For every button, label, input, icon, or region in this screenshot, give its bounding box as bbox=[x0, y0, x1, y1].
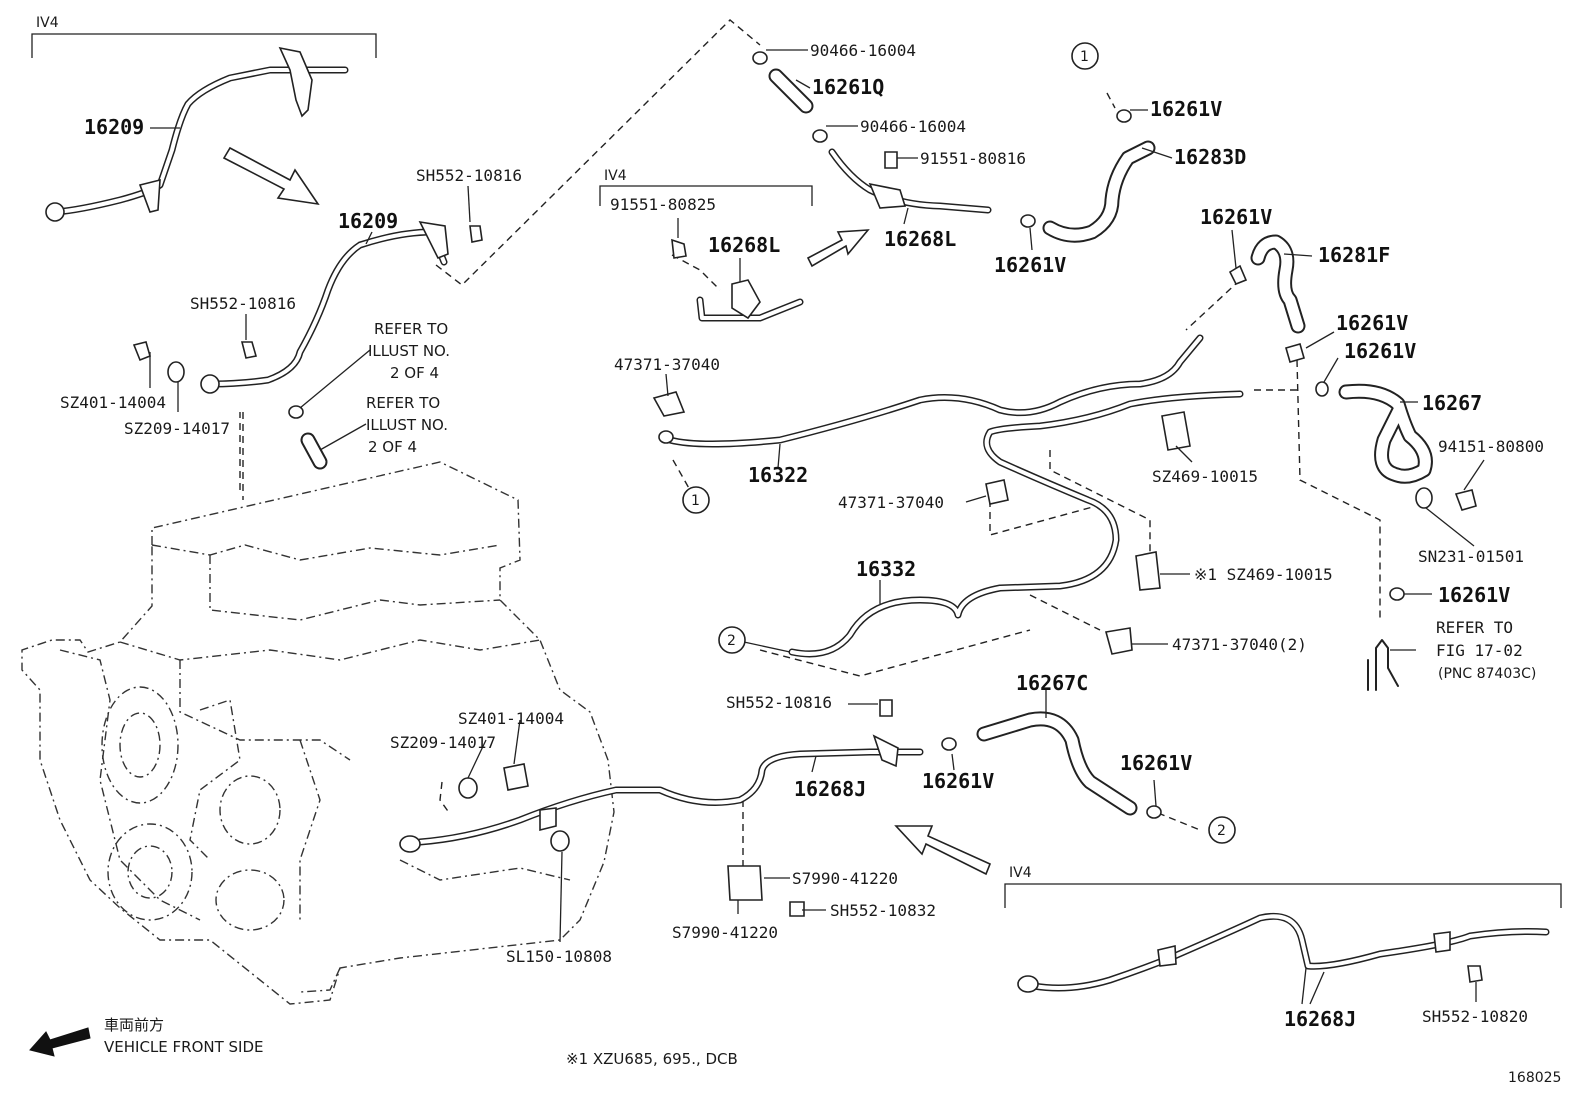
label-16261v-e: 16261V bbox=[1344, 339, 1416, 363]
engine-outline bbox=[21, 461, 615, 1005]
label-sz469-10015-b: ※1 SZ469-10015 bbox=[1194, 565, 1333, 584]
label-sh552-10816-b: SH552-10816 bbox=[190, 294, 296, 313]
label-16268j-b: 16268J bbox=[1284, 1007, 1356, 1031]
hose-16267 bbox=[1338, 383, 1433, 484]
part-labels: 16209 16209 SH552-10816 SH552-10816 SZ40… bbox=[60, 41, 1561, 1086]
pipe-16268l-b bbox=[828, 148, 992, 214]
vehicle-front-arrow-icon bbox=[29, 1027, 91, 1057]
hose-16283d bbox=[1042, 140, 1156, 243]
pipe-16209-iv4 bbox=[45, 46, 349, 222]
label-16267c: 16267C bbox=[1016, 671, 1088, 695]
label-90466-16004-b: 90466-16004 bbox=[860, 117, 966, 136]
refer-upper-line3: 2 OF 4 bbox=[390, 364, 439, 382]
label-s7990-41220-b: S7990-41220 bbox=[672, 923, 778, 942]
label-16332: 16332 bbox=[856, 557, 916, 581]
label-47371-37040-a: 47371-37040 bbox=[614, 355, 720, 374]
arrow-icon-middle bbox=[806, 229, 870, 268]
label-16268j-a: 16268J bbox=[794, 777, 866, 801]
refer-lower-line2: ILLUST NO. bbox=[366, 416, 448, 434]
hose-16281f bbox=[1250, 234, 1306, 334]
label-s7990-41220-a: S7990-41220 bbox=[792, 869, 898, 888]
refer-right-line3: (PNC 87403C) bbox=[1438, 666, 1536, 682]
refer-lower-line3: 2 OF 4 bbox=[368, 438, 417, 456]
label-16261v-h: 16261V bbox=[1120, 751, 1192, 775]
label-16209-iv4: 16209 bbox=[84, 115, 144, 139]
pipe-16268j-iv4 bbox=[1017, 912, 1550, 993]
svg-text:1: 1 bbox=[691, 493, 700, 509]
label-sz209-14017-b: SZ209-14017 bbox=[390, 733, 496, 752]
refer-upper-line2: ILLUST NO. bbox=[368, 342, 450, 360]
label-16261v-a: 16261V bbox=[1150, 97, 1222, 121]
label-sh552-10820: SH552-10820 bbox=[1422, 1007, 1528, 1026]
figure-number: 168025 bbox=[1508, 1070, 1561, 1086]
label-16261v-g: 16261V bbox=[922, 769, 994, 793]
label-sh552-10816-a: SH552-10816 bbox=[416, 166, 522, 185]
label-sz469-10015-a: SZ469-10015 bbox=[1152, 467, 1258, 486]
label-16261v-b: 16261V bbox=[994, 253, 1066, 277]
label-16209: 16209 bbox=[338, 209, 398, 233]
label-16261v-c: 16261V bbox=[1200, 205, 1272, 229]
vehicle-front-label-en: VEHICLE FRONT SIDE bbox=[104, 1038, 264, 1056]
vehicle-front-label-jp: 車両前方 bbox=[104, 1016, 164, 1034]
variant-bracket-top-left: IV4 bbox=[31, 15, 377, 58]
arrow-icon-bottom bbox=[894, 825, 992, 876]
callout-circle-2-right: 2 bbox=[1208, 816, 1236, 844]
variant-label-top-left: IV4 bbox=[36, 15, 59, 31]
label-91551-80825: 91551-80825 bbox=[610, 195, 716, 214]
svg-text:2: 2 bbox=[727, 633, 736, 649]
label-47371-37040-c: 47371-37040(2) bbox=[1172, 635, 1307, 654]
footnote: ※1 XZU685, 695., DCB bbox=[566, 1050, 738, 1068]
label-sz401-14004-a: SZ401-14004 bbox=[60, 393, 166, 412]
small-parts bbox=[132, 51, 1483, 983]
label-16261q: 16261Q bbox=[812, 75, 884, 99]
callout-circle-2-left: 2 bbox=[718, 626, 746, 654]
label-16261v-f: 16261V bbox=[1438, 583, 1510, 607]
label-sh552-10832: SH552-10832 bbox=[830, 901, 936, 920]
pipe-refer-fig-17-02 bbox=[1367, 639, 1399, 691]
label-94151-80800: 94151-80800 bbox=[1438, 437, 1544, 456]
callout-circle-1-left: 1 bbox=[682, 486, 710, 514]
hose-16261q bbox=[768, 68, 814, 114]
arrow-icon-top-left bbox=[222, 146, 320, 206]
label-16268l-b: 16268L bbox=[884, 227, 956, 251]
variant-label-bottom-right: IV4 bbox=[1009, 865, 1032, 881]
label-sl150-10808: SL150-10808 bbox=[506, 947, 612, 966]
svg-text:2: 2 bbox=[1217, 823, 1226, 839]
label-16283d: 16283D bbox=[1174, 145, 1246, 169]
label-47371-37040-b: 47371-37040 bbox=[838, 493, 944, 512]
label-90466-16004-a: 90466-16004 bbox=[810, 41, 916, 60]
variant-bracket-middle: IV4 bbox=[599, 168, 813, 206]
refer-right-line2: FIG 17-02 bbox=[1436, 641, 1523, 660]
variant-bracket-bottom-right: IV4 bbox=[1004, 865, 1562, 908]
variant-label-middle: IV4 bbox=[604, 168, 627, 184]
pipe-16209 bbox=[200, 220, 449, 394]
refer-upper-line1: REFER TO bbox=[374, 320, 448, 338]
label-16322: 16322 bbox=[748, 463, 808, 487]
callout-circle-1-top: 1 bbox=[1071, 42, 1099, 70]
label-16261v-d: 16261V bbox=[1336, 311, 1408, 335]
label-16267: 16267 bbox=[1422, 391, 1482, 415]
hose-16267c bbox=[976, 711, 1138, 816]
leader-lines bbox=[149, 49, 1485, 1005]
refer-right-line1: REFER TO bbox=[1436, 618, 1513, 637]
refer-lower-line1: REFER TO bbox=[366, 394, 440, 412]
label-sz401-14004-b: SZ401-14004 bbox=[458, 709, 564, 728]
label-91551-80816: 91551-80816 bbox=[920, 149, 1026, 168]
pipe-16268l bbox=[696, 279, 804, 322]
pipe-16322 bbox=[658, 334, 1204, 448]
label-16268l-a: 16268L bbox=[708, 233, 780, 257]
svg-text:1: 1 bbox=[1080, 49, 1089, 65]
label-sz209-14017-a: SZ209-14017 bbox=[124, 419, 230, 438]
pipe-16332 bbox=[788, 390, 1244, 658]
label-16281f: 16281F bbox=[1318, 243, 1390, 267]
installation-lines bbox=[239, 19, 1381, 870]
hose-refer-illust bbox=[300, 432, 328, 470]
label-sh552-10816-c: SH552-10816 bbox=[726, 693, 832, 712]
label-sn231-01501: SN231-01501 bbox=[1418, 547, 1524, 566]
pipe-16268j bbox=[399, 734, 924, 853]
